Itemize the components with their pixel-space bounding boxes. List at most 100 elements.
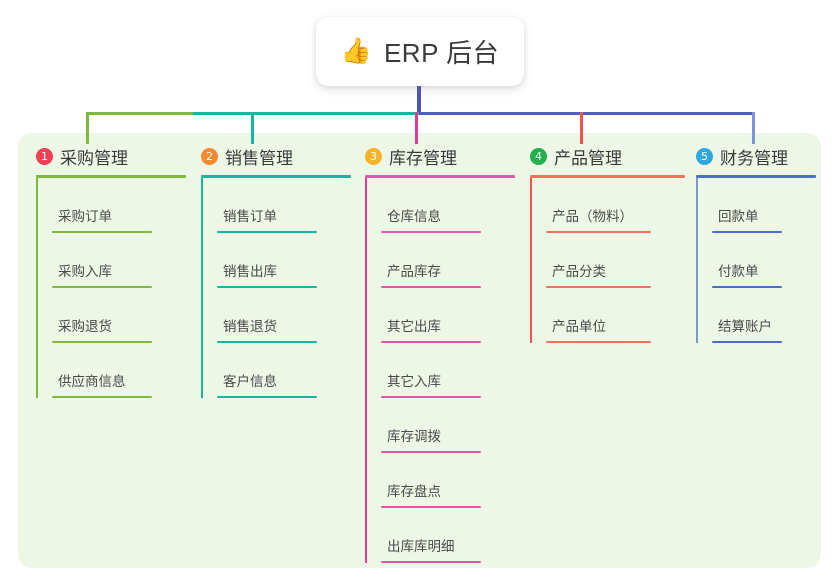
list-item-rule xyxy=(52,396,152,398)
column-spine-1 xyxy=(36,178,38,398)
column-spine-5 xyxy=(696,178,698,343)
list-item[interactable]: 其它入库 xyxy=(365,343,515,398)
list-item-rule xyxy=(381,341,481,343)
column-rule-4 xyxy=(530,175,685,178)
list-item[interactable]: 付款单 xyxy=(696,233,816,288)
bus-segment-teal xyxy=(193,112,419,115)
list-item[interactable]: 库存盘点 xyxy=(365,453,515,508)
list-item-rule xyxy=(546,231,651,233)
list-item-label: 供应商信息 xyxy=(58,374,126,389)
column-title-4: 产品管理 xyxy=(554,148,622,168)
list-item-rule xyxy=(52,231,152,233)
drop-stem-1 xyxy=(86,112,89,144)
list-item-label: 其它入库 xyxy=(387,374,441,389)
column-header-5[interactable]: 5 财务管理 xyxy=(696,143,816,169)
list-item[interactable]: 产品分类 xyxy=(530,233,685,288)
list-item[interactable]: 销售出库 xyxy=(201,233,351,288)
list-item[interactable]: 回款单 xyxy=(696,178,816,233)
list-item[interactable]: 采购退货 xyxy=(36,288,186,343)
badge-number-2: 2 xyxy=(201,147,218,165)
list-item[interactable]: 其它出库 xyxy=(365,288,515,343)
list-item[interactable]: 客户信息 xyxy=(201,343,351,398)
list-item-label: 库存调拨 xyxy=(387,429,441,444)
list-item-rule xyxy=(217,396,317,398)
drop-stem-2 xyxy=(251,112,254,144)
list-item-label: 出库库明细 xyxy=(387,539,455,554)
list-item[interactable]: 采购入库 xyxy=(36,233,186,288)
column-title-5: 财务管理 xyxy=(720,148,788,168)
badge-number-3: 3 xyxy=(365,147,382,165)
column-items-3: 仓库信息产品库存其它出库其它入库库存调拨库存盘点出库库明细 xyxy=(365,178,515,563)
badge-number-1: 1 xyxy=(36,147,53,165)
bus-segment-blue xyxy=(419,112,754,115)
list-item-label: 产品（物料） xyxy=(552,209,633,224)
list-item[interactable]: 销售退货 xyxy=(201,288,351,343)
list-item[interactable]: 销售订单 xyxy=(201,178,351,233)
list-item-label: 销售出库 xyxy=(223,264,277,279)
list-item-label: 销售退货 xyxy=(223,319,277,334)
list-item[interactable]: 出库库明细 xyxy=(365,508,515,563)
column-header-3[interactable]: 3 库存管理 xyxy=(365,143,515,169)
list-item-rule xyxy=(381,231,481,233)
list-item-label: 产品分类 xyxy=(552,264,606,279)
list-item-rule xyxy=(546,286,651,288)
list-item-rule xyxy=(52,341,152,343)
column-title-3: 库存管理 xyxy=(389,148,457,168)
column-items-2: 销售订单销售出库销售退货客户信息 xyxy=(201,178,351,398)
list-item-rule xyxy=(52,286,152,288)
column-3: 3 库存管理仓库信息产品库存其它出库其它入库库存调拨库存盘点出库库明细 xyxy=(365,143,515,563)
list-item-label: 仓库信息 xyxy=(387,209,441,224)
list-item[interactable]: 产品库存 xyxy=(365,233,515,288)
column-5: 5 财务管理回款单付款单结算账户 xyxy=(696,143,816,343)
list-item[interactable]: 产品（物料） xyxy=(530,178,685,233)
column-items-1: 采购订单采购入库采购退货供应商信息 xyxy=(36,178,186,398)
list-item-rule xyxy=(381,286,481,288)
drop-stem-3 xyxy=(415,112,418,144)
column-header-2[interactable]: 2 销售管理 xyxy=(201,143,351,169)
list-item-rule xyxy=(217,286,317,288)
list-item-label: 产品单位 xyxy=(552,319,606,334)
list-item-label: 其它出库 xyxy=(387,319,441,334)
list-item-label: 回款单 xyxy=(718,209,759,224)
column-rule-1 xyxy=(36,175,186,178)
column-2: 2 销售管理销售订单销售出库销售退货客户信息 xyxy=(201,143,351,398)
root-node-card[interactable]: 👍 ERP 后台 xyxy=(316,17,524,86)
list-item-label: 库存盘点 xyxy=(387,484,441,499)
list-item[interactable]: 结算账户 xyxy=(696,288,816,343)
list-item-rule xyxy=(217,341,317,343)
list-item[interactable]: 库存调拨 xyxy=(365,398,515,453)
list-item[interactable]: 仓库信息 xyxy=(365,178,515,233)
list-item-label: 付款单 xyxy=(718,264,759,279)
column-spine-3 xyxy=(365,178,367,563)
list-item-rule xyxy=(381,451,481,453)
drop-stem-5 xyxy=(752,112,755,144)
list-item[interactable]: 采购订单 xyxy=(36,178,186,233)
list-item[interactable]: 供应商信息 xyxy=(36,343,186,398)
column-rule-2 xyxy=(201,175,351,178)
list-item-rule xyxy=(712,231,782,233)
list-item-rule xyxy=(381,561,481,563)
list-item-label: 采购订单 xyxy=(58,209,112,224)
bus-segment-green xyxy=(86,112,193,115)
list-item-label: 结算账户 xyxy=(718,319,772,334)
drop-stem-4 xyxy=(580,112,583,144)
list-item-rule xyxy=(712,341,782,343)
root-title: ERP 后台 xyxy=(383,38,500,68)
column-spine-4 xyxy=(530,178,532,343)
column-rule-5 xyxy=(696,175,816,178)
badge-number-5: 5 xyxy=(696,147,713,165)
list-item-label: 销售订单 xyxy=(223,209,277,224)
column-items-5: 回款单付款单结算账户 xyxy=(696,178,816,343)
column-title-2: 销售管理 xyxy=(225,148,293,168)
content-panel xyxy=(18,133,821,568)
list-item[interactable]: 产品单位 xyxy=(530,288,685,343)
thumbs-up-icon: 👍 xyxy=(340,37,372,65)
column-spine-2 xyxy=(201,178,203,398)
list-item-rule xyxy=(381,506,481,508)
column-rule-3 xyxy=(365,175,515,178)
